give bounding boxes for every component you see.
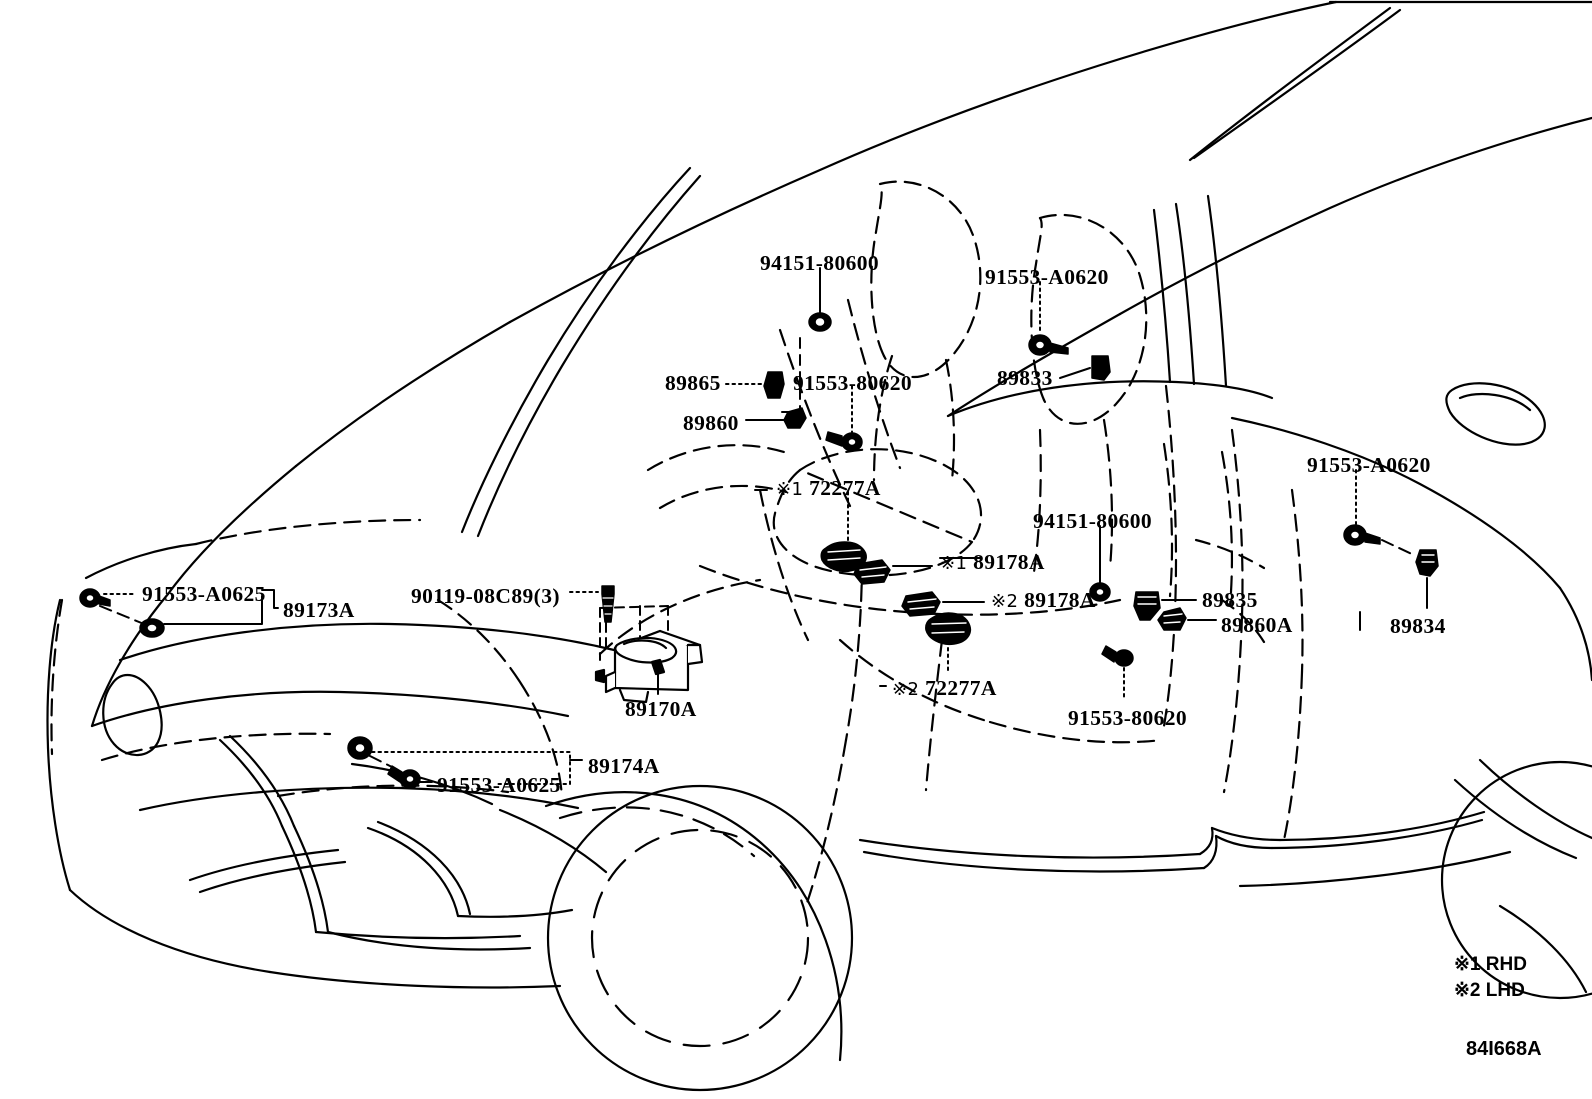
callout-label-94151-80600-upper: 94151-80600 <box>760 251 880 275</box>
part-clip-72277A-lhd <box>925 612 972 646</box>
diagram-id-label: 84I668A <box>1466 1038 1542 1060</box>
callout-label-94151-80600-lower: 94151-80600 <box>1033 509 1153 533</box>
callout-text: 89178A <box>973 550 1045 574</box>
legend-line-rhd: ※1 RHD <box>1454 954 1527 975</box>
callout-label-91553-A0625-front-upper: 91553-A0625 <box>142 582 266 606</box>
callout-label-89833: 89833 <box>997 366 1053 390</box>
callout-text: 89170A <box>625 697 697 721</box>
quarter-glass-outline <box>1445 382 1546 446</box>
part-nut-94151-80600-upper <box>808 312 832 332</box>
headlamp-outline <box>102 673 163 757</box>
callout-label-89860: 89860 <box>683 411 739 435</box>
callout-text: 72277A <box>925 676 997 700</box>
part-bolt-91553-A0620-right <box>1343 524 1381 546</box>
front-wheel-outline <box>544 784 854 1092</box>
callout-label-72277A-lhd: ※2 72277A <box>892 676 997 700</box>
rear-body-outline <box>1230 416 1592 1000</box>
callout-label-91553-80620-lower: 91553-80620 <box>1068 706 1188 730</box>
lhd-mark-icon: ※2 <box>892 679 920 700</box>
callout-text: 89865 <box>665 371 721 395</box>
callout-label-91553-A0625-front-lower: 91553-A0625 <box>437 773 561 797</box>
callout-label-89178A-lhd: ※2 89178A <box>991 588 1096 612</box>
ecu-module-89170A <box>594 629 704 704</box>
callout-text: 90119-08C89(3) <box>411 584 560 608</box>
lhd-mark-icon: ※2 <box>991 591 1019 612</box>
callout-text: 89834 <box>1390 614 1446 638</box>
part-sensor-89834 <box>1415 549 1439 577</box>
callout-text: 91553-80620 <box>793 371 913 395</box>
callout-label-89835: 89835 <box>1202 588 1258 612</box>
callout-text: 94151-80600 <box>760 251 880 275</box>
callout-text: 91553-A0620 <box>1307 453 1431 477</box>
callout-label-89865: 89865 <box>665 371 721 395</box>
callout-label-91553-A0620-upper: 91553-A0620 <box>985 265 1109 289</box>
part-clip-89865 <box>763 371 785 399</box>
interior-dashed-outlines <box>646 180 1304 908</box>
callout-text: 89860A <box>1221 613 1293 637</box>
legend-line-lhd: ※2 LHD <box>1454 979 1525 1001</box>
part-sensor-89833 <box>1091 355 1111 381</box>
roof-and-glass-outline <box>166 0 1592 596</box>
part-clip-89178A-rhd <box>853 559 891 585</box>
callout-text: 89860 <box>683 411 739 435</box>
callout-text: 89835 <box>1202 588 1258 612</box>
windshield-outline <box>460 166 702 538</box>
front-grille-outline <box>188 734 608 951</box>
door-and-rocker-outline <box>858 194 1486 873</box>
front-body-dashed <box>50 518 762 800</box>
part-bolt-91553-A0625-front-lower <box>347 736 373 760</box>
callout-label-89170A: 89170A <box>625 697 697 721</box>
callout-label-89834: 89834 <box>1390 614 1446 638</box>
legend-block: ※1 RHD ※2 LHD <box>1454 952 1527 1003</box>
leader-lines <box>99 267 1428 785</box>
part-nut-94151-80600-lower <box>1089 582 1111 602</box>
callout-text: 89178A <box>1024 588 1096 612</box>
callout-text: 72277A <box>809 476 881 500</box>
callout-label-89173A: 89173A <box>283 598 355 622</box>
callout-text: 91553-A0620 <box>985 265 1109 289</box>
part-sensor-89835 <box>1133 591 1161 621</box>
fastener-parts <box>79 312 1439 789</box>
part-bolt-91553-A0620-upper <box>1028 334 1069 356</box>
callout-label-90119-08C89: 90119-08C89(3) <box>411 584 560 608</box>
rhd-mark-icon: ※1 <box>776 479 804 500</box>
callout-text: 91553-A0625 <box>437 773 561 797</box>
callout-label-91553-80620-center: 91553-80620 <box>793 371 913 395</box>
callout-label-91553-A0620-right: 91553-A0620 <box>1307 453 1431 477</box>
part-screw-90119-08C89 <box>601 585 615 623</box>
rhd-mark-icon: ※1 <box>940 553 968 574</box>
callout-label-89178A-rhd: ※1 89178A <box>940 550 1045 574</box>
callout-text: 89173A <box>283 598 355 622</box>
part-clip-89860 <box>783 407 807 429</box>
part-clip-89860A <box>1157 607 1187 631</box>
callout-text: 91553-80620 <box>1068 706 1188 730</box>
callout-label-89174A: 89174A <box>588 754 660 778</box>
callout-label-72277A-rhd: ※1 72277A <box>776 476 881 500</box>
callout-label-89860A: 89860A <box>1221 613 1293 637</box>
callout-text: 89174A <box>588 754 660 778</box>
part-bolt-91553-80620-center <box>825 431 863 452</box>
part-bolt-91553-A0625-front-upper <box>79 588 111 608</box>
callout-text: 91553-A0625 <box>142 582 266 606</box>
part-clip-72277A-rhd <box>820 541 867 572</box>
part-bolt-91553-80620-lower <box>1101 645 1134 667</box>
part-clip-89173A <box>139 618 165 638</box>
callout-text: 94151-80600 <box>1033 509 1153 533</box>
part-clip-89178A-lhd <box>901 591 941 617</box>
callout-text: 89833 <box>997 366 1053 390</box>
